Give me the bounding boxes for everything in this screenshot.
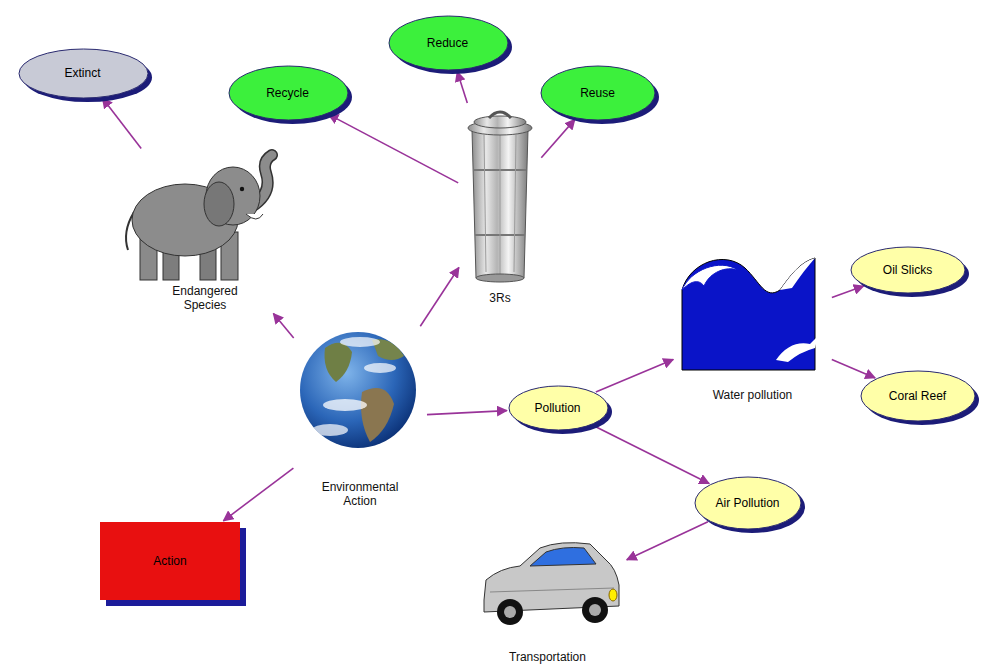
can-lid [474, 116, 526, 128]
connector-arrow [273, 314, 293, 339]
ellipse-fill [509, 386, 608, 430]
car-wheel [497, 599, 523, 625]
connector-arrow [329, 114, 459, 182]
topic-ellipse: Oil Slicks [850, 246, 970, 298]
car-hubcap [504, 606, 516, 618]
trash-can-picture [468, 112, 532, 282]
picture-node: Endangered Species [120, 150, 290, 312]
elephant-picture [126, 155, 272, 280]
action-ellipse: Reduce [388, 15, 513, 75]
ellipse-fill [229, 66, 348, 120]
wave-picture [682, 258, 818, 370]
action-box: Action [100, 522, 240, 600]
node-label: Endangered Species [162, 284, 248, 312]
car-picture [484, 543, 619, 625]
node-label: Transportation [488, 650, 608, 664]
topic-ellipse: Air Pollution [694, 476, 806, 534]
connector-arrow [832, 360, 875, 378]
globe-cloud [340, 337, 380, 347]
node-label: Recycle [266, 86, 309, 100]
elephant-eye [240, 187, 244, 191]
status-ellipse: Extinct [18, 48, 153, 103]
connector-arrow [593, 425, 709, 483]
picture-node: 3Rs [460, 105, 540, 305]
node-label: Reuse [580, 86, 615, 100]
globe-cloud [312, 424, 348, 436]
car-headlight [609, 589, 617, 601]
globe-land [361, 388, 394, 442]
elephant-tusk [246, 214, 263, 219]
connector-arrow [627, 522, 708, 560]
dolphin [776, 336, 818, 362]
topic-ellipse: Pollution [508, 385, 613, 435]
wave-crest [780, 258, 815, 290]
node-label: Extinct [64, 66, 100, 80]
ellipse-fill [389, 16, 508, 70]
picture-node: Transportation [470, 530, 625, 664]
node-label: Coral Reef [889, 389, 946, 403]
picture-node: Water pollution [675, 250, 830, 402]
car-trim [490, 588, 614, 592]
connector-arrow [541, 119, 575, 157]
connector-arrow [832, 286, 864, 297]
node-label: Water pollution [678, 388, 828, 402]
action-ellipse: Reuse [540, 65, 660, 125]
connector-arrow [102, 98, 141, 148]
picture-node: Environmental Action [295, 328, 425, 508]
car-window [530, 548, 596, 567]
can-body [472, 130, 528, 278]
action-ellipse: Recycle [228, 65, 353, 125]
can-ridges [484, 135, 516, 274]
connector-arrow [596, 360, 673, 393]
globe-picture [300, 332, 416, 448]
ellipse-fill [541, 66, 655, 120]
globe-cloud [323, 399, 367, 411]
elephant-ear [204, 182, 234, 226]
node-label: 3Rs [470, 291, 530, 305]
ellipse-fill [861, 371, 975, 421]
ellipse-fill [851, 247, 965, 293]
connector-arrow [223, 468, 293, 521]
connector-arrow [427, 411, 507, 415]
car-wheel [582, 597, 608, 623]
node-label: Reduce [427, 36, 468, 50]
ellipse-fill [695, 477, 801, 529]
can-handle [489, 112, 511, 118]
can-base [476, 274, 524, 282]
ellipse-fill [19, 49, 148, 98]
node-label: Environmental Action [314, 480, 406, 508]
node-label: Action [153, 554, 186, 568]
car-hubcap [589, 604, 601, 616]
globe-sea [300, 332, 416, 448]
connector-arrow [457, 72, 467, 104]
globe-cloud [364, 363, 396, 373]
connector-arrow [420, 268, 459, 327]
node-label: Pollution [534, 401, 580, 415]
wave-crest [682, 265, 738, 290]
globe-land [324, 343, 352, 382]
node-label: Air Pollution [715, 496, 779, 510]
topic-ellipse: Coral Reef [860, 370, 980, 426]
node-label: Oil Slicks [883, 263, 932, 277]
